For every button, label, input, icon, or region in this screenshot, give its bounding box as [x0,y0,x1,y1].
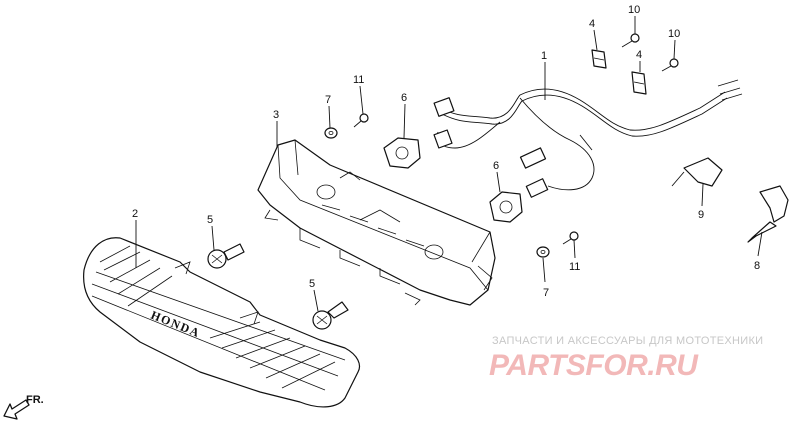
rubber-pad-lower [631,71,647,95]
callout-8: 8 [754,260,760,272]
callout-1: 1 [541,50,547,62]
callout-7b: 7 [543,287,549,299]
washer-right [536,246,550,258]
watermark-tagline: ЗАПЧАСТИ И АКСЕССУАРЫ ДЛЯ МОТОТЕХНИКИ [492,335,764,347]
bulb-upper [207,243,245,269]
callout-5b: 5 [309,278,315,290]
band [671,157,723,187]
callout-6a: 6 [401,92,407,104]
housing [257,139,496,306]
screw-right [562,231,579,245]
callout-11a: 11 [353,74,364,86]
screw-upper [621,33,640,48]
rubber-pad-upper [591,49,607,69]
callout-4a: 4 [589,18,595,30]
callout-10a: 10 [628,4,640,16]
callout-11b: 11 [569,261,580,273]
callout-5a: 5 [207,214,213,226]
callout-10b: 10 [668,28,680,40]
callout-6b: 6 [493,160,499,172]
lens: HONDA [83,237,361,408]
callout-7a: 7 [325,94,331,106]
socket-lower [489,191,523,223]
washer-left [324,127,338,139]
clamp [747,185,789,243]
screw-lower [661,58,679,72]
bulb-lower [312,301,349,330]
leader-lines [135,16,763,312]
socket-upper [383,137,421,169]
front-direction-arrow-icon [3,399,30,420]
callout-9: 9 [698,209,704,221]
callout-4b: 4 [636,49,642,61]
screw-left [353,113,369,128]
watermark-logo: PARTSFOR.RU [489,349,698,382]
callout-2: 2 [132,208,138,220]
callout-3: 3 [273,109,279,121]
wire-harness [433,79,743,198]
front-direction-label: FR. [26,394,44,406]
